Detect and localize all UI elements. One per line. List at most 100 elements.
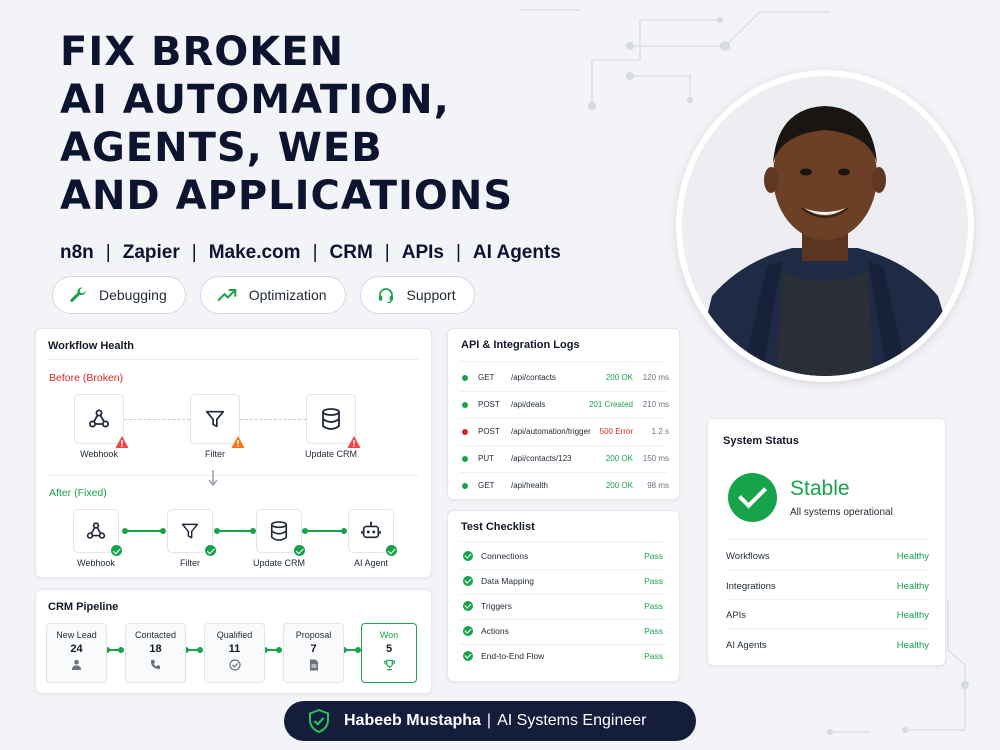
before-label: Before (Broken) [49, 372, 124, 384]
log-status: 200 OK [605, 454, 633, 463]
log-status: 200 OK [605, 373, 633, 382]
status-row[interactable]: APIs Healthy [708, 600, 947, 630]
headline-line-3: AGENTS, WEB [60, 125, 383, 171]
checklist-label: End-to-End Flow [481, 651, 545, 661]
api-logs-card: API & Integration Logs GET /api/contacts… [447, 328, 680, 500]
log-row[interactable]: PUT /api/contacts/123 200 OK 150 ms [448, 445, 681, 472]
checklist-row[interactable]: Connections Pass [448, 544, 681, 569]
log-time: 120 ms [642, 373, 669, 382]
phone-icon [126, 659, 185, 670]
headset-icon [377, 286, 395, 304]
status-row[interactable]: Integrations Healthy [708, 571, 947, 601]
log-method: GET [478, 373, 495, 382]
checklist-label: Data Mapping [481, 576, 534, 586]
api-logs-title: API & Integration Logs [461, 339, 580, 351]
checklist-label: Actions [481, 626, 509, 636]
database-icon [270, 521, 288, 541]
check-circle-icon [463, 551, 473, 561]
check-circle-icon [463, 601, 473, 611]
after-filter-node[interactable] [167, 509, 217, 557]
log-path: /api/automation/trigger [511, 427, 591, 436]
log-row[interactable]: GET /api/health 200 OK 98 ms [448, 472, 681, 499]
stage-name: Contacted [134, 630, 177, 640]
tech-crm: CRM [329, 242, 373, 263]
status-dot [462, 374, 468, 381]
status-label: Workflows [726, 551, 770, 562]
support-pill[interactable]: Support [359, 276, 475, 314]
after-webhook-node[interactable] [73, 509, 123, 557]
checklist-row[interactable]: Data Mapping Pass [448, 569, 681, 594]
check-badge-icon [204, 544, 217, 557]
name-banner: Habeeb Mustapha | AI Systems Engineer [284, 701, 696, 741]
checklist-row[interactable]: Triggers Pass [448, 594, 681, 619]
checklist-label: Connections [481, 551, 529, 561]
support-label: Support [406, 287, 456, 303]
stage-new-lead[interactable]: New Lead 24 [46, 623, 107, 683]
log-status: 500 Error [599, 427, 633, 436]
stage-count: 5 [385, 643, 393, 655]
check-circle-icon [728, 473, 777, 522]
log-time: 98 ms [647, 481, 669, 490]
log-status: 201 Created [588, 400, 633, 409]
optimization-label: Optimization [248, 287, 327, 303]
engineer-name: Habeeb Mustapha [344, 712, 481, 729]
shield-check-icon [308, 709, 330, 733]
stage-proposal[interactable]: Proposal 7 [283, 623, 344, 683]
before-filter-node[interactable] [190, 394, 245, 448]
log-status: 200 OK [605, 481, 633, 490]
stage-won[interactable]: Won 5 [361, 623, 417, 683]
stage-name: Won [379, 630, 399, 640]
headline-line-1: FIX BROKEN [60, 29, 345, 75]
check-circle-icon [205, 659, 264, 671]
log-row[interactable]: GET /api/contacts 200 OK 120 ms [448, 364, 681, 391]
webhook-icon [89, 409, 109, 428]
filter-icon [181, 523, 199, 539]
status-row[interactable]: AI Agents Healthy [708, 630, 947, 660]
tech-n8n: n8n [60, 242, 94, 263]
log-time: 1.2 s [651, 427, 669, 436]
status-row[interactable]: Workflows Healthy [708, 541, 947, 571]
stage-contacted[interactable]: Contacted 18 [125, 623, 186, 683]
tech-make: Make.com [208, 242, 301, 263]
status-dot [462, 428, 468, 435]
status-dot [462, 482, 468, 489]
stage-qualified[interactable]: Qualified 11 [204, 623, 265, 683]
check-badge-icon [385, 544, 398, 557]
optimization-pill[interactable]: Optimization [199, 276, 346, 314]
before-webhook-label: Webhook [80, 449, 118, 459]
log-row[interactable]: POST /api/deals 201 Created 210 ms [448, 391, 681, 418]
log-method: POST [478, 427, 500, 436]
stage-count: 7 [310, 643, 317, 655]
log-time: 210 ms [642, 400, 669, 409]
check-circle-icon [463, 626, 473, 636]
log-path: /api/deals [511, 400, 546, 409]
before-webhook-node[interactable] [74, 394, 129, 448]
profile-photo [676, 70, 974, 382]
checklist-row[interactable]: Actions Pass [448, 619, 681, 644]
debugging-pill[interactable]: Debugging [52, 276, 186, 314]
warning-icon [347, 436, 361, 448]
check-badge-icon [110, 544, 123, 557]
after-update-crm-node[interactable] [256, 509, 306, 557]
checklist-result: Pass [644, 601, 663, 611]
log-method: GET [478, 481, 495, 490]
after-ai-agent-node[interactable] [348, 509, 398, 557]
tech-stack-row: n8n| Zapier| Make.com| CRM| APIs| AI Age… [60, 242, 561, 263]
log-method: PUT [478, 454, 494, 463]
service-pills: Debugging Optimization Support [52, 276, 475, 314]
status-value: Healthy [896, 640, 929, 651]
tech-ai-agents: AI Agents [472, 242, 561, 263]
document-icon [284, 659, 343, 671]
tech-apis: APIs [401, 242, 444, 263]
log-row[interactable]: POST /api/automation/trigger 500 Error 1… [448, 418, 681, 445]
log-time: 150 ms [642, 454, 669, 463]
debugging-label: Debugging [99, 287, 167, 303]
system-status-title: System Status [723, 435, 799, 447]
log-path: /api/contacts [511, 373, 556, 382]
before-update-crm-node[interactable] [306, 394, 361, 448]
log-path: /api/contacts/123 [511, 454, 572, 463]
checklist-row[interactable]: End-to-End Flow Pass [448, 644, 681, 669]
status-dot [462, 401, 468, 408]
trophy-icon [362, 659, 416, 671]
